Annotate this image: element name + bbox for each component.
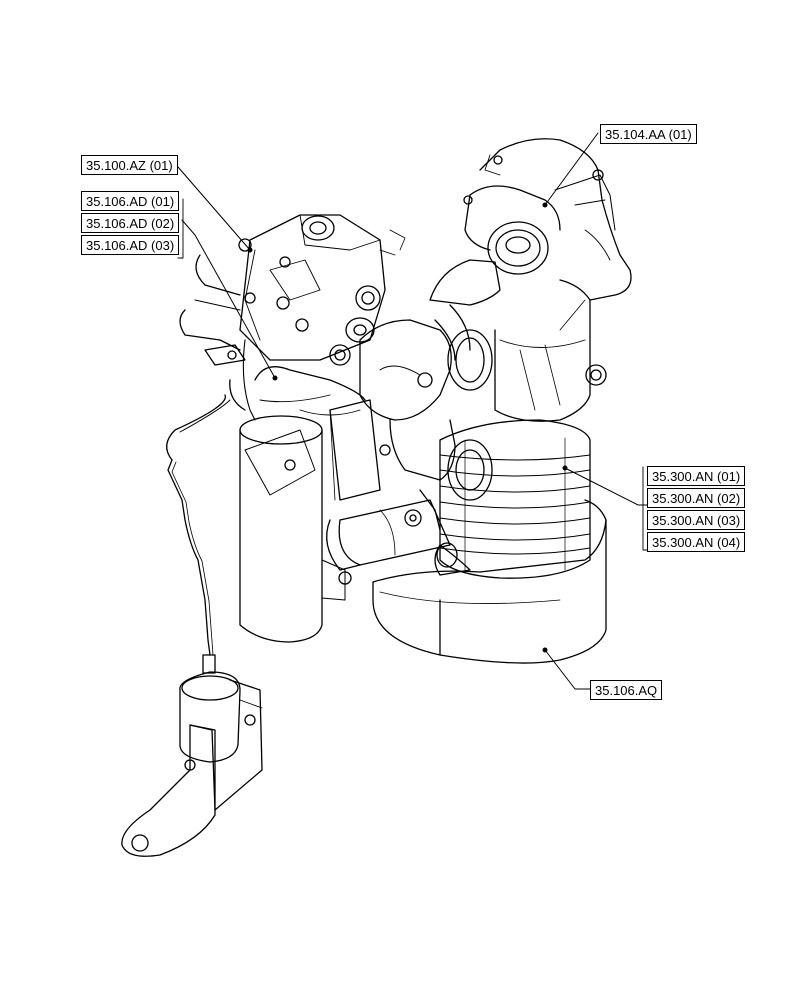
callout-35-100-az-01[interactable]: 35.100.AZ (01) [81, 155, 178, 175]
callout-35-300-an-04[interactable]: 35.300.AN (04) [647, 532, 746, 552]
callout-35-106-aq[interactable]: 35.106.AQ [590, 680, 663, 700]
callout-35-106-ad-01[interactable]: 35.106.AD (01) [81, 191, 180, 211]
left-tubing [166, 254, 256, 461]
callout-35-300-an-02[interactable]: 35.300.AN (02) [647, 488, 746, 508]
center-duct-assembly [326, 319, 493, 576]
bellows-housing [372, 279, 607, 664]
callout-35-106-ad-02[interactable]: 35.106.AD (02) [81, 213, 180, 233]
callout-35-300-an-03[interactable]: 35.300.AN (03) [647, 510, 746, 530]
callout-35-104-aa-01[interactable]: 35.104.AA (01) [600, 124, 697, 144]
callout-35-106-ad-03[interactable]: 35.106.AD (03) [81, 235, 180, 255]
leader-lines [177, 132, 649, 690]
valve-block [238, 214, 406, 366]
upper-right-assembly [429, 138, 632, 361]
sensor-line [167, 459, 214, 656]
canister [239, 366, 366, 643]
sensor-bracket [121, 654, 263, 857]
callout-35-300-an-01[interactable]: 35.300.AN (01) [647, 466, 746, 486]
